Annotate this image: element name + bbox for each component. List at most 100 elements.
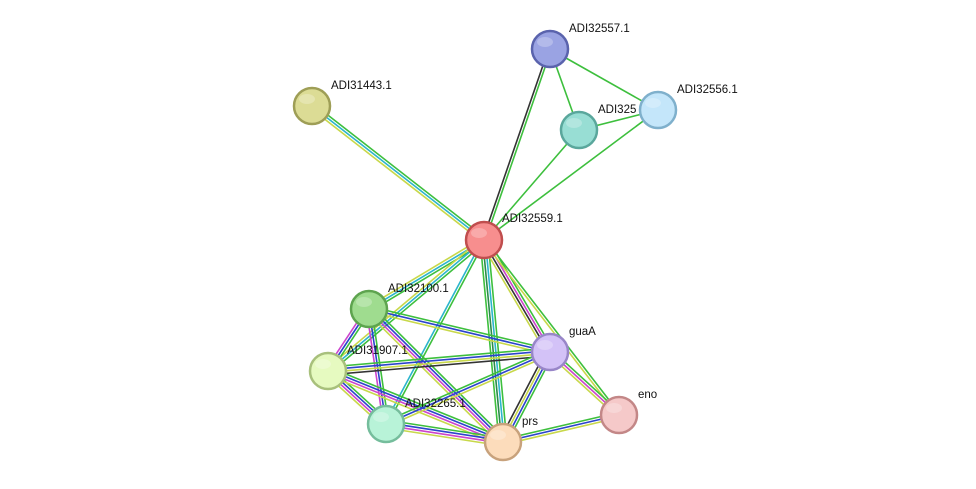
edge-evidence-line bbox=[479, 240, 500, 443]
edge-evidence-line bbox=[503, 416, 620, 446]
edge-evidence-line bbox=[385, 424, 503, 445]
edge-evidence-line bbox=[368, 239, 485, 310]
edge-evidence-line bbox=[502, 411, 619, 441]
edge-ADI32559.1-ADI31907.1 bbox=[325, 237, 487, 374]
edge-evidence-line bbox=[482, 48, 550, 240]
edge-evidence-line bbox=[483, 109, 659, 241]
node-label: prs bbox=[522, 416, 538, 428]
edge-evidence-line bbox=[313, 103, 487, 239]
node-highlight bbox=[606, 403, 622, 413]
edge-evidence-line bbox=[328, 369, 504, 442]
edge-evidence-line bbox=[502, 414, 620, 443]
node-circle[interactable] bbox=[530, 332, 570, 372]
node-highlight bbox=[566, 118, 582, 128]
edge-ADI31907.1-guaA bbox=[327, 347, 551, 376]
edge-ADI31443.1-ADI32559.1 bbox=[309, 103, 487, 243]
edge-ADI32559.1-ADI32265.1 bbox=[384, 239, 486, 425]
edge-evidence-line bbox=[385, 351, 551, 425]
node-ADI31907.1[interactable]: ADI31907.1 bbox=[308, 345, 408, 391]
node-ADI325[interactable]: ADI325 bbox=[559, 104, 636, 150]
node-circle[interactable] bbox=[483, 422, 523, 462]
node-circle[interactable] bbox=[599, 395, 639, 435]
edge-evidence-line bbox=[329, 241, 487, 374]
edge-evidence-line bbox=[365, 309, 385, 425]
edge-evidence-line bbox=[368, 310, 550, 356]
edge-evidence-line bbox=[549, 48, 659, 111]
edge-evidence-line bbox=[367, 309, 503, 444]
edge-evidence-line bbox=[367, 237, 484, 308]
edge-evidence-line bbox=[365, 311, 501, 446]
edge-evidence-line bbox=[370, 308, 390, 424]
edge-evidence-line bbox=[328, 355, 551, 376]
node-label: ADI31443.1 bbox=[331, 80, 392, 92]
edge-evidence-line bbox=[368, 308, 387, 425]
edge-evidence-line bbox=[384, 348, 550, 423]
edge-evidence-line bbox=[368, 308, 551, 353]
node-label: ADI32559.1 bbox=[502, 213, 563, 225]
node-circle[interactable] bbox=[308, 351, 348, 391]
node-circle[interactable] bbox=[349, 289, 389, 329]
edge-ADI32265.1-guaA bbox=[384, 348, 552, 428]
edge-ADI32265.1-prs bbox=[385, 419, 504, 447]
node-highlight bbox=[537, 37, 553, 47]
node-label: eno bbox=[638, 389, 657, 401]
node-ADI32556.1[interactable]: ADI32556.1 bbox=[638, 84, 738, 130]
edge-evidence-line bbox=[369, 307, 505, 442]
node-prs[interactable]: prs bbox=[483, 416, 538, 462]
node-highlight bbox=[645, 98, 661, 108]
edge-evidence-line bbox=[325, 237, 483, 370]
edge-ADI32559.1-eno bbox=[482, 238, 621, 417]
node-eno[interactable]: eno bbox=[599, 389, 657, 435]
edge-ADI32100.1-prs bbox=[365, 305, 507, 446]
edge-evidence-line bbox=[479, 241, 548, 355]
node-guaA[interactable]: guaA bbox=[530, 326, 596, 372]
edge-evidence-line bbox=[386, 240, 486, 425]
edge-evidence-line bbox=[487, 239, 508, 442]
node-highlight bbox=[471, 228, 487, 238]
edge-evidence-line bbox=[386, 353, 552, 428]
node-highlight bbox=[315, 359, 331, 369]
edge-evidence-line bbox=[369, 241, 486, 312]
node-label: ADI32265.1 bbox=[405, 398, 466, 410]
edge-prs-eno bbox=[502, 411, 620, 446]
edge-evidence-line bbox=[484, 238, 621, 415]
node-ADI32557.1[interactable]: ADI32557.1 bbox=[530, 23, 630, 69]
edge-evidence-line bbox=[386, 419, 504, 439]
edge-ADI32100.1-guaA bbox=[368, 305, 551, 356]
node-highlight bbox=[373, 412, 389, 422]
node-circle[interactable] bbox=[464, 220, 504, 260]
node-circle[interactable] bbox=[366, 404, 406, 444]
edge-evidence-line bbox=[386, 421, 504, 442]
node-circle[interactable] bbox=[559, 110, 599, 150]
node-ADI32559.1[interactable]: ADI32559.1 bbox=[464, 213, 563, 260]
edge-evidence-line bbox=[483, 129, 580, 241]
edge-evidence-line bbox=[309, 107, 483, 243]
node-highlight bbox=[299, 94, 315, 104]
node-ADI32100.1[interactable]: ADI32100.1 bbox=[349, 283, 449, 329]
edge-evidence-line bbox=[328, 352, 551, 374]
node-ADI31443.1[interactable]: ADI31443.1 bbox=[292, 80, 392, 126]
edge-evidence-line bbox=[384, 239, 484, 424]
node-circle[interactable] bbox=[530, 29, 570, 69]
edge-ADI32556.1-ADI32559.1 bbox=[483, 109, 659, 241]
node-circle[interactable] bbox=[638, 90, 678, 130]
node-label: ADI32557.1 bbox=[569, 23, 630, 35]
node-highlight bbox=[356, 297, 372, 307]
edge-evidence-line bbox=[369, 305, 551, 351]
node-ADI32265.1[interactable]: ADI32265.1 bbox=[366, 398, 466, 444]
edge-evidence-line bbox=[311, 105, 485, 241]
edge-ADI325-ADI32559.1 bbox=[483, 129, 580, 241]
edge-evidence-line bbox=[327, 349, 550, 371]
edge-evidence-line bbox=[329, 366, 505, 440]
edge-ADI32559.1-ADI32100.1 bbox=[367, 237, 486, 312]
edge-evidence-line bbox=[482, 240, 619, 417]
edge-evidence-line bbox=[484, 49, 552, 241]
node-label: ADI32100.1 bbox=[388, 283, 449, 295]
edge-evidence-line bbox=[327, 239, 485, 372]
edge-ADI32100.1-ADI32265.1 bbox=[365, 308, 390, 425]
node-label: guaA bbox=[569, 326, 596, 338]
node-circle[interactable] bbox=[292, 86, 332, 126]
node-label: ADI32556.1 bbox=[677, 84, 738, 96]
